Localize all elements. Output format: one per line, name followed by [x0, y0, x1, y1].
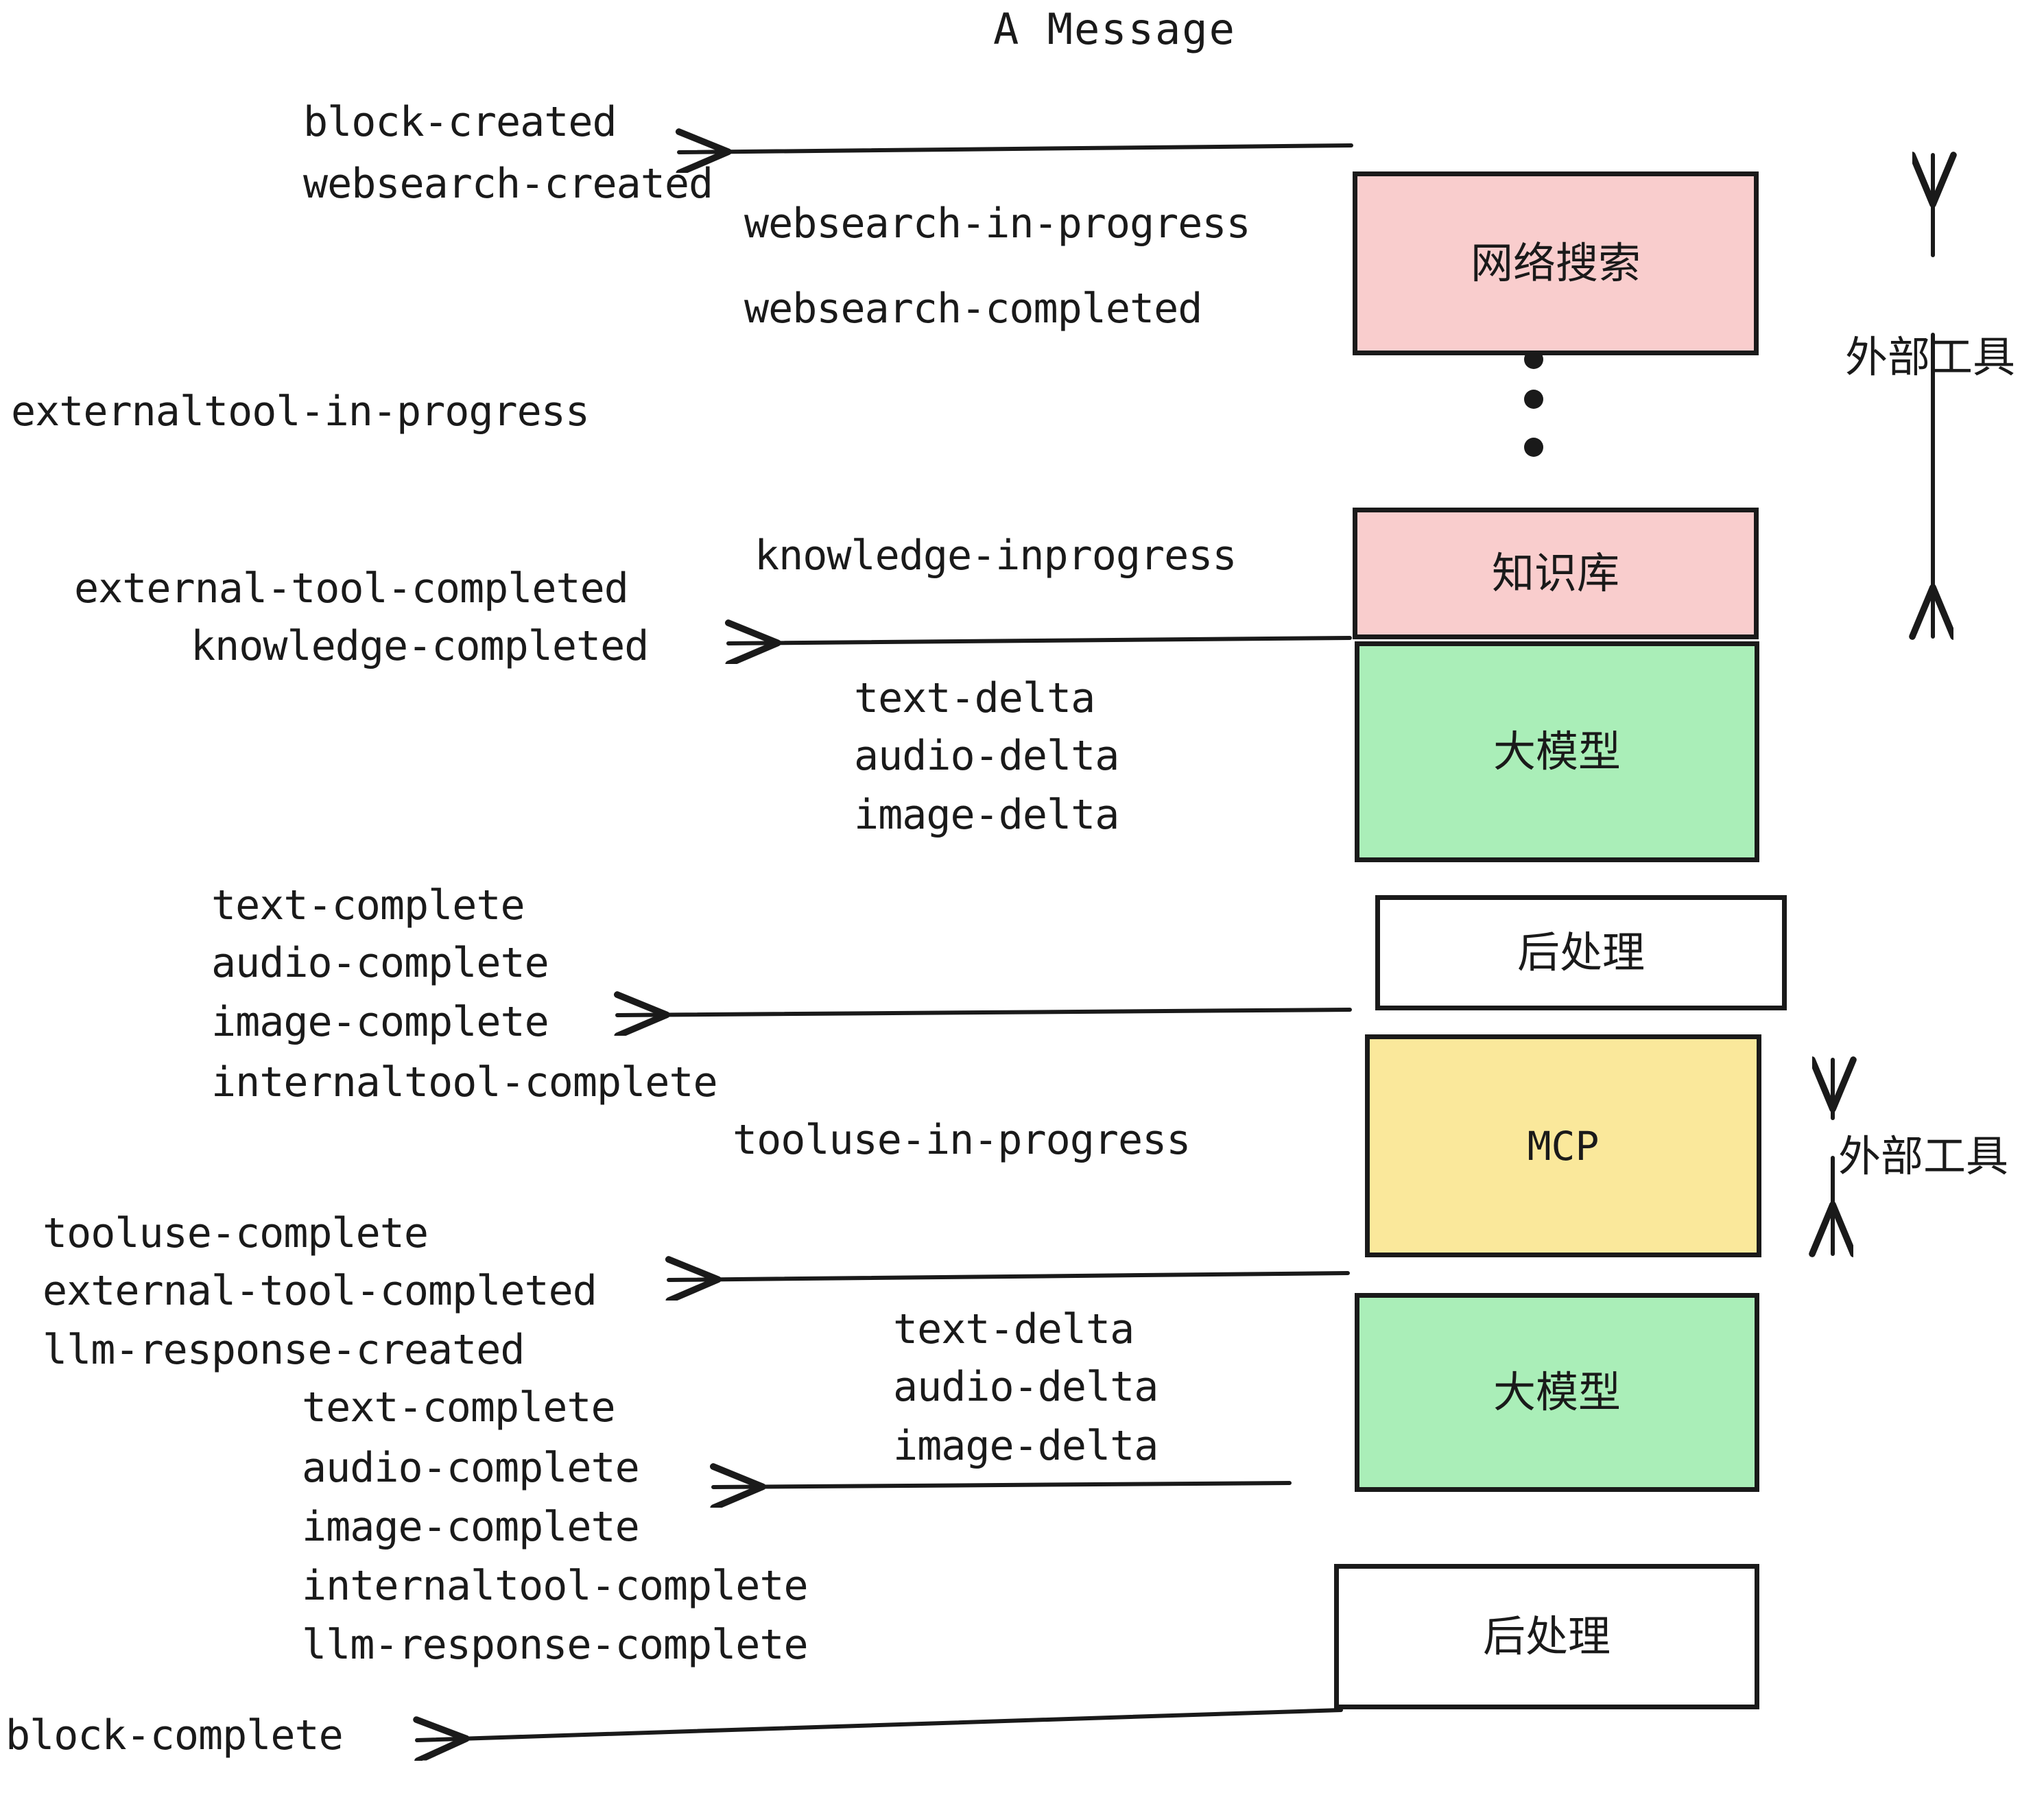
node-label-knowledge: 知识库	[1491, 548, 1619, 598]
tooluse-complete-arrow	[669, 1273, 1350, 1280]
block-complete-arrow	[417, 1708, 1343, 1740]
event-label: image-delta	[854, 791, 1119, 839]
node-box-postprocess-2[interactable]: 后处理	[1334, 1564, 1759, 1709]
event-label: external-tool-completed	[43, 1267, 597, 1315]
external-tool-scope-bottom-label: 外部工具	[1838, 1131, 2009, 1181]
event-label: websearch-in-progress	[744, 200, 1251, 248]
node-label-postprocess-1: 后处理	[1517, 927, 1645, 977]
event-label: websearch-completed	[744, 285, 1202, 333]
event-label: internaltool-complete	[211, 1058, 718, 1106]
event-label: image-delta	[893, 1422, 1158, 1470]
event-label: block-complete	[5, 1711, 344, 1759]
event-label: audio-complete	[302, 1444, 640, 1492]
event-label: internaltool-complete	[302, 1562, 809, 1610]
node-label-mcp: MCP	[1527, 1122, 1600, 1170]
event-label: text-complete	[302, 1384, 616, 1432]
page-title: A Message	[993, 4, 1236, 54]
event-label: knowledge-completed	[191, 622, 649, 670]
event-label: text-delta	[854, 674, 1095, 722]
ellipsis-dots-group	[1524, 350, 1543, 457]
event-label: audio-delta	[893, 1363, 1158, 1411]
node-box-mcp[interactable]: MCP	[1365, 1034, 1761, 1257]
node-label-llm-1: 大模型	[1493, 726, 1621, 776]
event-label: llm-response-created	[43, 1326, 525, 1374]
ellipsis-dot-icon	[1524, 438, 1543, 457]
flow-arrow-group	[417, 145, 1353, 1740]
node-box-knowledge[interactable]: 知识库	[1353, 508, 1759, 639]
event-label: websearch-created	[303, 160, 713, 208]
event-label: image-complete	[302, 1503, 640, 1551]
node-box-llm-1[interactable]: 大模型	[1355, 641, 1759, 862]
node-box-websearch[interactable]: 网络搜索	[1353, 171, 1759, 355]
event-label: text-delta	[893, 1305, 1134, 1353]
node-label-websearch: 网络搜索	[1470, 238, 1641, 288]
event-label: audio-complete	[211, 939, 549, 987]
event-label: externaltool-in-progress	[11, 388, 590, 436]
audio-complete-arrow	[713, 1483, 1292, 1487]
event-label: audio-delta	[854, 732, 1119, 780]
ellipsis-dot-icon	[1524, 390, 1543, 409]
block-created-arrow	[679, 145, 1353, 152]
event-label: block-created	[303, 98, 617, 146]
event-label: tooluse-complete	[43, 1209, 429, 1257]
event-label: external-tool-completed	[74, 565, 629, 613]
event-label: text-complete	[211, 881, 525, 929]
node-box-postprocess-1[interactable]: 后处理	[1375, 895, 1787, 1010]
event-label: knowledge-inprogress	[754, 532, 1237, 580]
node-box-llm-2[interactable]: 大模型	[1355, 1293, 1759, 1492]
node-label-postprocess-2: 后处理	[1482, 1611, 1611, 1661]
knowledge-completed-arrow	[728, 638, 1352, 643]
external-tool-scope-top-label: 外部工具	[1845, 332, 2016, 382]
scope-arrow-group	[1833, 155, 1933, 1254]
event-label: image-complete	[211, 998, 549, 1046]
image-complete-arrow	[617, 1010, 1352, 1015]
event-label: tooluse-in-progress	[733, 1116, 1191, 1164]
node-label-llm-2: 大模型	[1493, 1367, 1621, 1417]
event-label: llm-response-complete	[302, 1621, 809, 1669]
